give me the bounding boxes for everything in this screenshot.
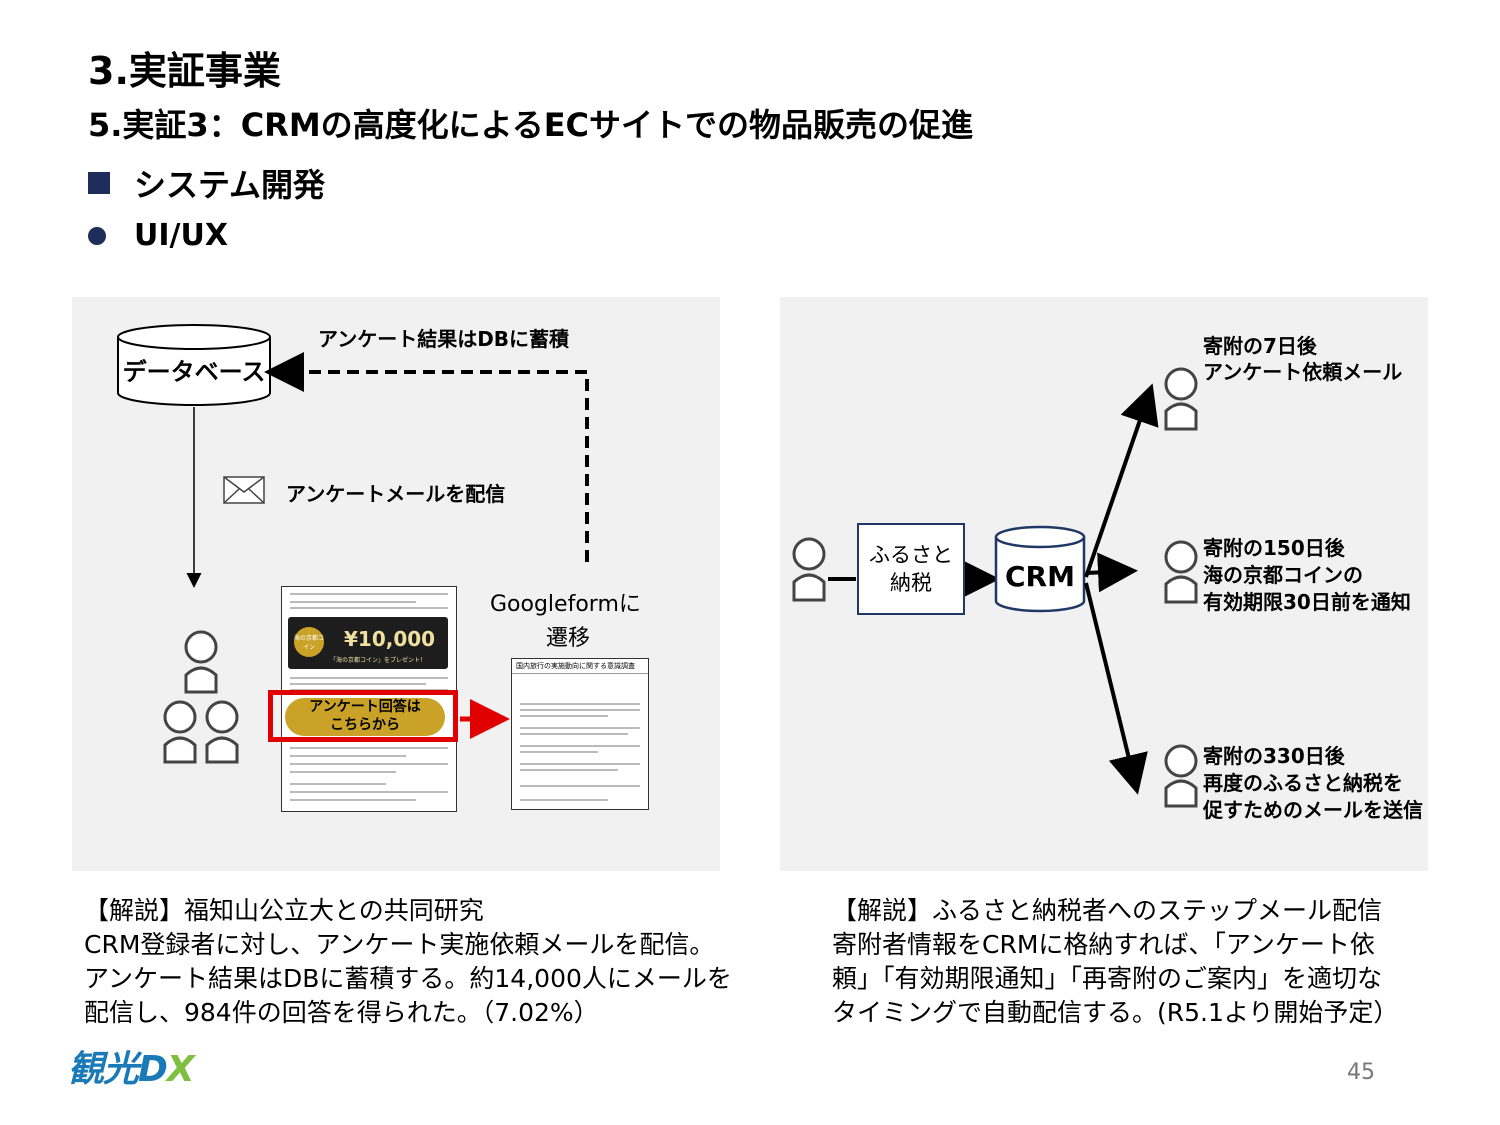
person-icon xyxy=(163,630,239,764)
section-bullet: システム開発 xyxy=(88,160,325,206)
coupon-amount: ¥10,000 xyxy=(344,627,436,651)
crm-label: CRM xyxy=(1005,560,1075,593)
section-label: システム開発 xyxy=(134,166,326,204)
square-bullet-icon xyxy=(88,172,110,194)
coupon-banner: 海の京都コイン ¥10,000 「海の京都コイン」をプレゼント！ xyxy=(288,617,448,669)
right-note: 【解説】ふるさと納税者へのステップメール配信 寄附者情報をCRMに格納すれば、「… xyxy=(832,896,1399,1027)
coupon-text: 「海の京都コイン」をプレゼント！ xyxy=(330,657,427,664)
item-bullet: UI/UX xyxy=(88,218,228,253)
database-icon xyxy=(117,324,271,406)
page-number: 45 xyxy=(1347,1060,1375,1085)
answer-highlight xyxy=(268,690,458,742)
google-form-screenshot: 国内旅行の実施動向に関する意識調査 xyxy=(511,658,649,810)
item-label: UI/UX xyxy=(134,218,228,253)
transition-label-1: Googleformに xyxy=(490,592,641,617)
transition-label-2: 遷移 xyxy=(546,626,591,651)
envelope-icon xyxy=(223,476,265,504)
database-label: データベース xyxy=(122,358,266,386)
left-diagram-connectors xyxy=(117,324,589,764)
step1-label: 寄附の7日後 アンケート依頼メール xyxy=(1203,334,1403,384)
person-icon xyxy=(792,367,1198,808)
kanko-dx-logo: 観光DX xyxy=(68,1049,195,1090)
circle-bullet-icon xyxy=(88,226,106,245)
step2-label: 寄附の150日後 海の京都コインの 有効期限30日前を通知 xyxy=(1203,536,1411,614)
database-icon xyxy=(994,525,1086,613)
furusato-box: ふるさと 納税 xyxy=(857,523,965,615)
page-title: 3.実証事業 xyxy=(88,49,281,93)
answer-button[interactable]: アンケート回答は こちらから xyxy=(285,698,445,736)
step3-label: 寄附の330日後 再度のふるさと納税を 促すためのメールを送信 xyxy=(1203,744,1423,822)
store-arrow xyxy=(264,352,589,562)
store-label: アンケート結果はDBに蓄積 xyxy=(318,327,570,351)
right-diagram-connectors xyxy=(792,367,1198,808)
form-title: 国内旅行の実施動向に関する意識調査 xyxy=(516,662,635,670)
coupon-badge: 海の京都コイン xyxy=(294,627,324,657)
mail-label: アンケートメールを配信 xyxy=(286,482,506,506)
left-note: 【解説】福知山公立大との共同研究 CRM登録者に対し、アンケート実施依頼メールを… xyxy=(84,896,732,1027)
page-subtitle: 5.実証3：CRMの高度化によるECサイトでの物品販売の促進 xyxy=(88,106,974,144)
